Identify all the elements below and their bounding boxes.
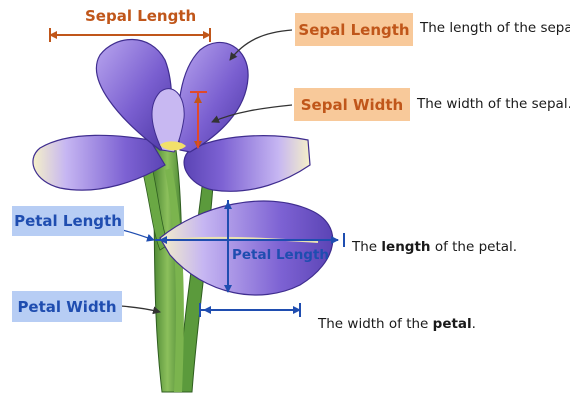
sepal-length-top-label: Sepal Length <box>85 7 196 25</box>
petal-width-desc-post: . <box>472 316 476 332</box>
petal-length-inner-label: Petal Length <box>232 247 329 263</box>
sepal-width-tag: Sepal Width <box>294 88 410 121</box>
petal-width-description: The width of the petal. <box>318 316 476 332</box>
petal-width-desc-bold: petal <box>433 316 472 332</box>
petal-length-description: The length of the petal. <box>352 239 517 255</box>
petal-length-tag: Petal Length <box>12 206 124 236</box>
upright-petal-right <box>178 42 248 152</box>
sepal-length-description: The length of the sepal. <box>420 20 570 36</box>
petal-width-desc-pre: The width of the <box>318 316 433 332</box>
petal-width-tag: Petal Width <box>12 291 122 322</box>
petal-length-desc-bold: length <box>381 239 430 255</box>
sepal-width-description: The width of the sepal. <box>417 96 570 112</box>
petal-length-desc-post: of the petal. <box>431 239 518 255</box>
petal-length-desc-pre: The <box>352 239 381 255</box>
sepal-length-tag: Sepal Length <box>295 13 413 46</box>
petal-width-leader <box>120 306 160 312</box>
